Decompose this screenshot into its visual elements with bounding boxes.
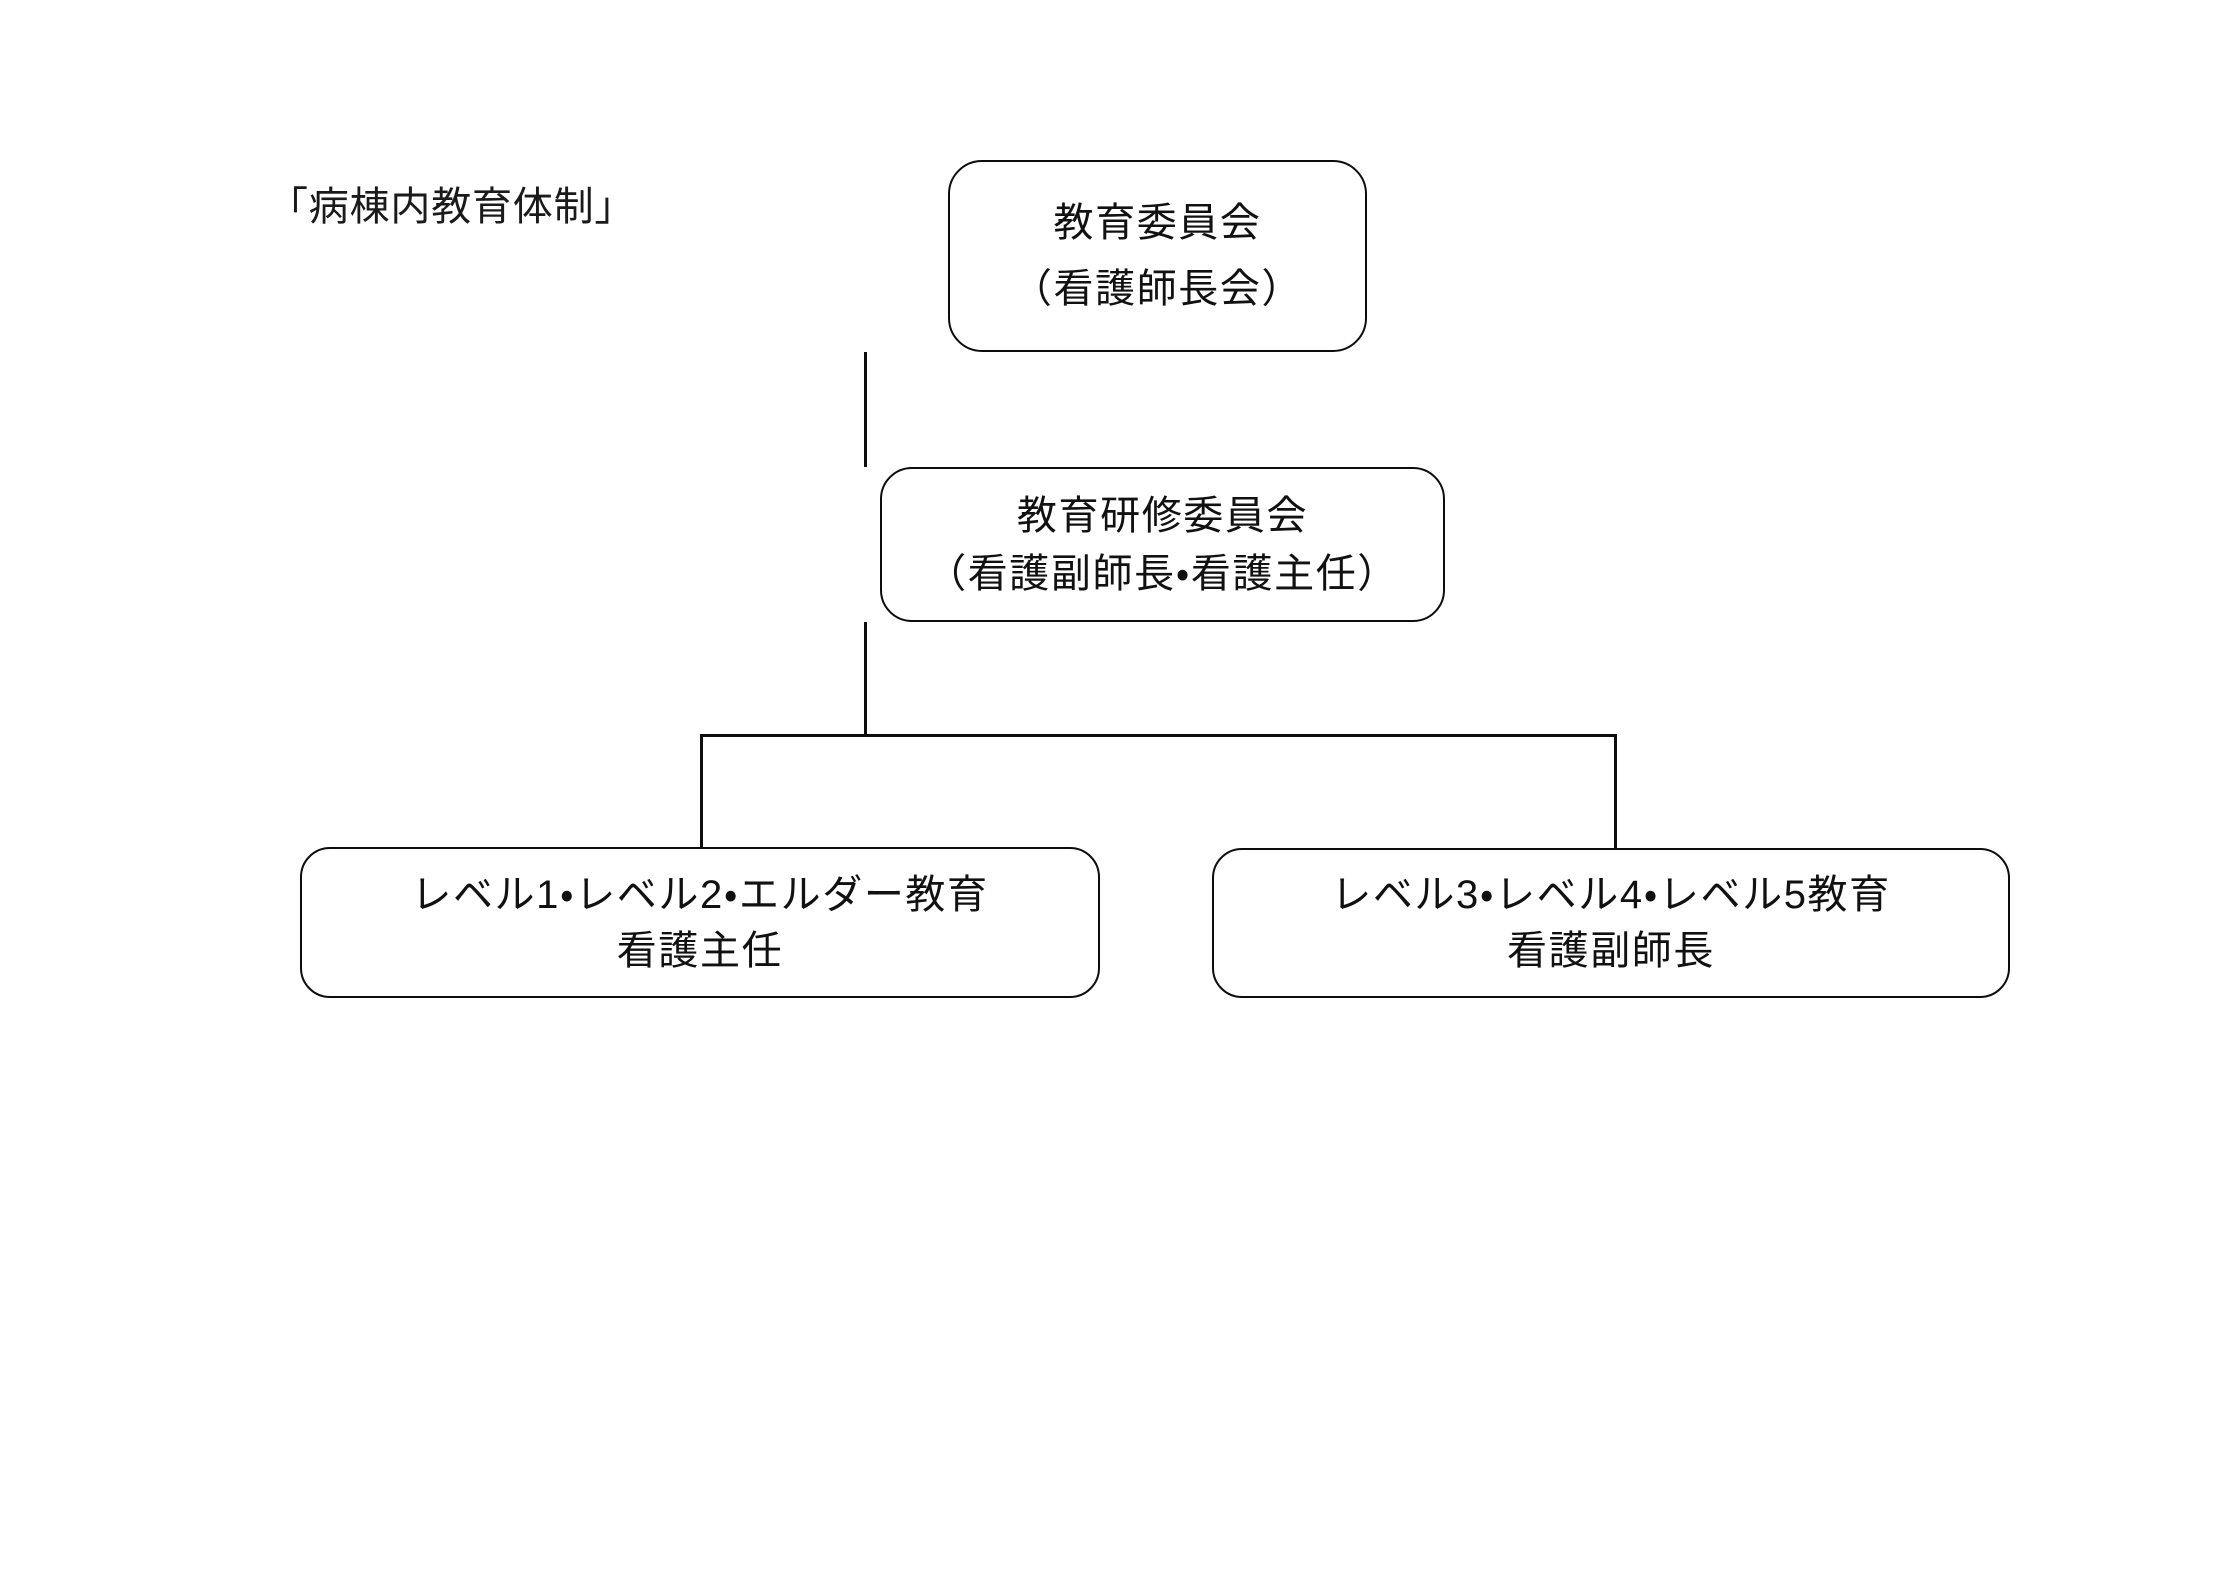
connector-fork-left-drop: [700, 734, 703, 848]
connector-fork-horizontal: [700, 734, 1617, 737]
page-title: 「病棟内教育体制」: [268, 185, 636, 229]
node-level-1-2-elder-line2: 看護主任: [616, 928, 784, 973]
node-level-3-4-5-line1: レベル3・レベル4・レベル5教育: [1331, 873, 1891, 917]
node-education-committee-line1: 教育委員会: [1053, 201, 1262, 245]
node-level-3-4-5[interactable]: レベル3・レベル4・レベル5教育 看護副師長: [1212, 848, 2010, 998]
connector-committee-to-training: [864, 352, 867, 467]
node-training-committee-line2: （看護副師長・看護主任）: [926, 551, 1399, 596]
node-training-committee[interactable]: 教育研修委員会 （看護副師長・看護主任）: [880, 467, 1445, 622]
connector-training-to-fork: [864, 622, 867, 736]
node-level-1-2-elder[interactable]: レベル1・レベル2・エルダー教育 看護主任: [300, 847, 1100, 998]
node-training-committee-line1: 教育研修委員会: [1016, 493, 1309, 538]
node-education-committee[interactable]: 教育委員会 （看護師長会）: [948, 160, 1367, 352]
node-level-3-4-5-line2: 看護副師長: [1507, 929, 1715, 973]
node-level-1-2-elder-line1: レベル1・レベル2・エルダー教育: [411, 872, 989, 917]
node-education-committee-line2: （看護師長会）: [1011, 267, 1304, 311]
connector-fork-right-drop: [1614, 734, 1617, 849]
